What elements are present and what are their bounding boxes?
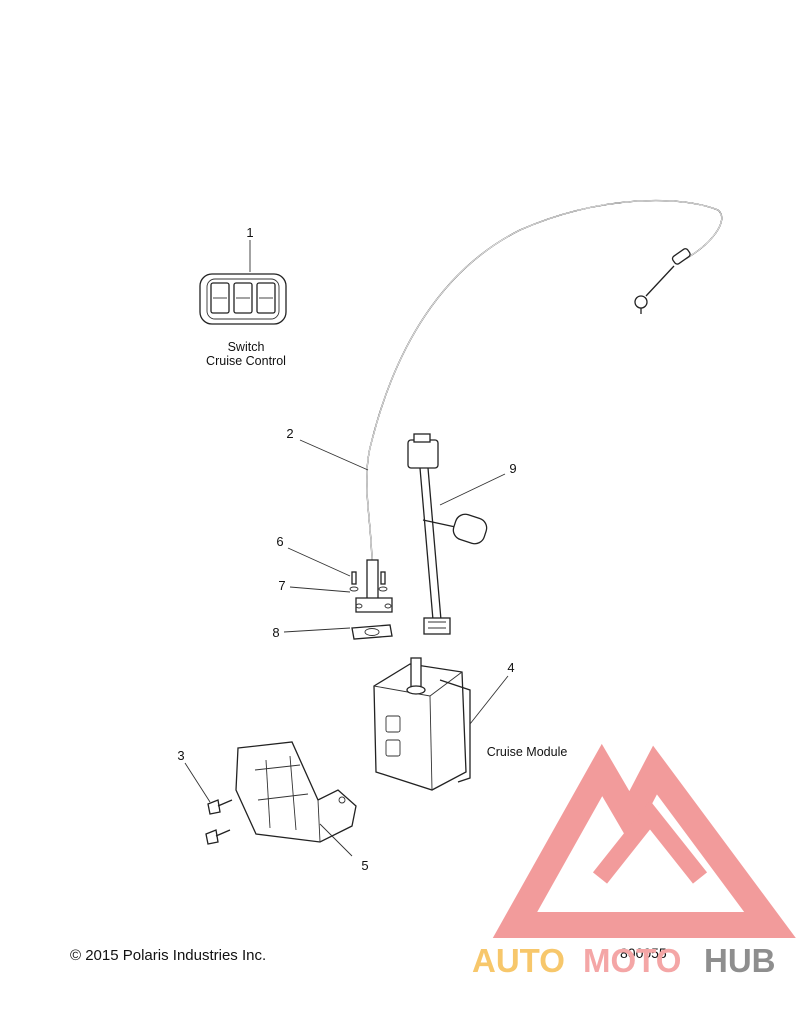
callout-2: 2 bbox=[286, 426, 293, 441]
callout-9: 9 bbox=[509, 461, 516, 476]
leader-lines bbox=[184, 240, 509, 857]
svg-text:AUTO: AUTO bbox=[472, 942, 565, 979]
cruise-module-label: Cruise Module bbox=[487, 745, 568, 759]
throttle-cable-part bbox=[366, 199, 723, 566]
switch-label-line1: Switch bbox=[228, 340, 265, 354]
svg-text:HUB: HUB bbox=[704, 942, 776, 979]
wire-harness-part bbox=[407, 433, 488, 635]
cable-fitting-assembly bbox=[349, 559, 393, 640]
callout-4: 4 bbox=[507, 660, 514, 675]
callout-8: 8 bbox=[272, 625, 279, 640]
screws-part bbox=[205, 799, 233, 845]
mounting-bracket-part bbox=[235, 741, 357, 843]
copyright-text: © 2015 Polaris Industries Inc. bbox=[70, 947, 266, 964]
callout-5: 5 bbox=[361, 858, 368, 873]
callout-6: 6 bbox=[276, 534, 283, 549]
switch-cruise-control-part bbox=[199, 273, 287, 325]
callout-1: 1 bbox=[246, 225, 253, 240]
callout-7: 7 bbox=[278, 578, 285, 593]
watermark-logo bbox=[492, 743, 796, 938]
callout-3: 3 bbox=[177, 748, 184, 763]
diagram-number: 800055 bbox=[620, 945, 667, 961]
svg-text:MOTO: MOTO bbox=[583, 942, 681, 979]
switch-label-line2: Cruise Control bbox=[206, 354, 286, 368]
cruise-module-part bbox=[373, 657, 471, 791]
watermark-text: AUTO MOTO HUB bbox=[472, 942, 776, 979]
